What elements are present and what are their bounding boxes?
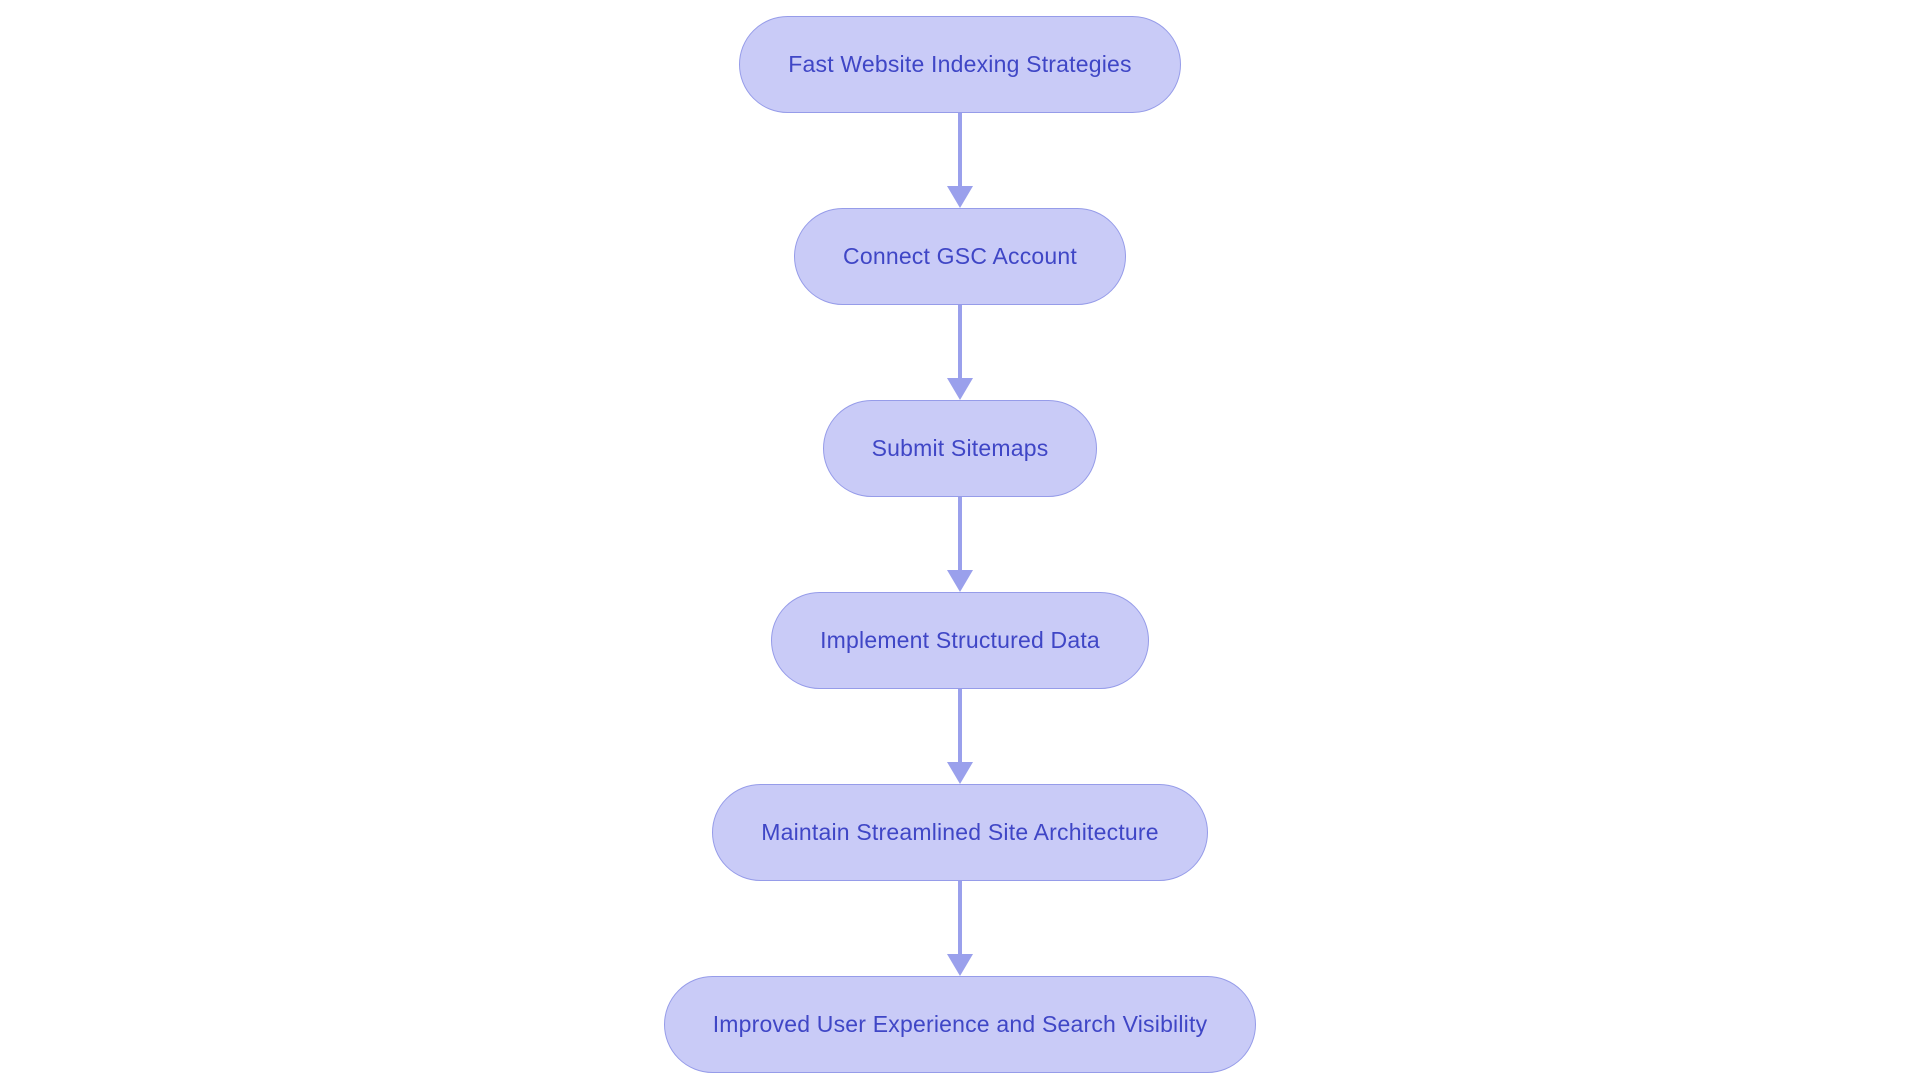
flow-arrow [947, 113, 973, 208]
flow-node-label: Implement Structured Data [820, 627, 1100, 653]
flow-node-label: Maintain Streamlined Site Architecture [761, 819, 1159, 845]
arrow-down-icon [947, 762, 973, 784]
flow-arrow [947, 497, 973, 592]
flow-arrow [947, 881, 973, 976]
flow-node-maintain-streamlined-site-architecture: Maintain Streamlined Site Architecture [712, 784, 1208, 881]
arrow-line [958, 497, 962, 570]
flow-node-label: Connect GSC Account [843, 243, 1077, 269]
arrow-line [958, 689, 962, 762]
arrow-down-icon [947, 186, 973, 208]
arrow-down-icon [947, 378, 973, 400]
flow-arrow [947, 689, 973, 784]
flow-node-label: Submit Sitemaps [871, 435, 1049, 461]
flowchart: Fast Website Indexing Strategies Connect… [663, 0, 1257, 1083]
flow-node-implement-structured-data: Implement Structured Data [771, 592, 1149, 689]
flow-arrow [947, 305, 973, 400]
flow-node-label: Fast Website Indexing Strategies [788, 51, 1132, 77]
flow-node-submit-sitemaps: Submit Sitemaps [822, 400, 1098, 497]
arrow-line [958, 881, 962, 954]
arrow-down-icon [947, 570, 973, 592]
arrow-line [958, 305, 962, 378]
arrow-line [958, 113, 962, 186]
flow-node-label: Improved User Experience and Search Visi… [712, 1011, 1208, 1037]
flow-node-fast-website-indexing-strategies: Fast Website Indexing Strategies [739, 16, 1181, 113]
flow-node-connect-gsc-account: Connect GSC Account [794, 208, 1126, 305]
flow-node-improved-user-experience-and-search-visibility: Improved User Experience and Search Visi… [663, 976, 1257, 1073]
arrow-down-icon [947, 954, 973, 976]
